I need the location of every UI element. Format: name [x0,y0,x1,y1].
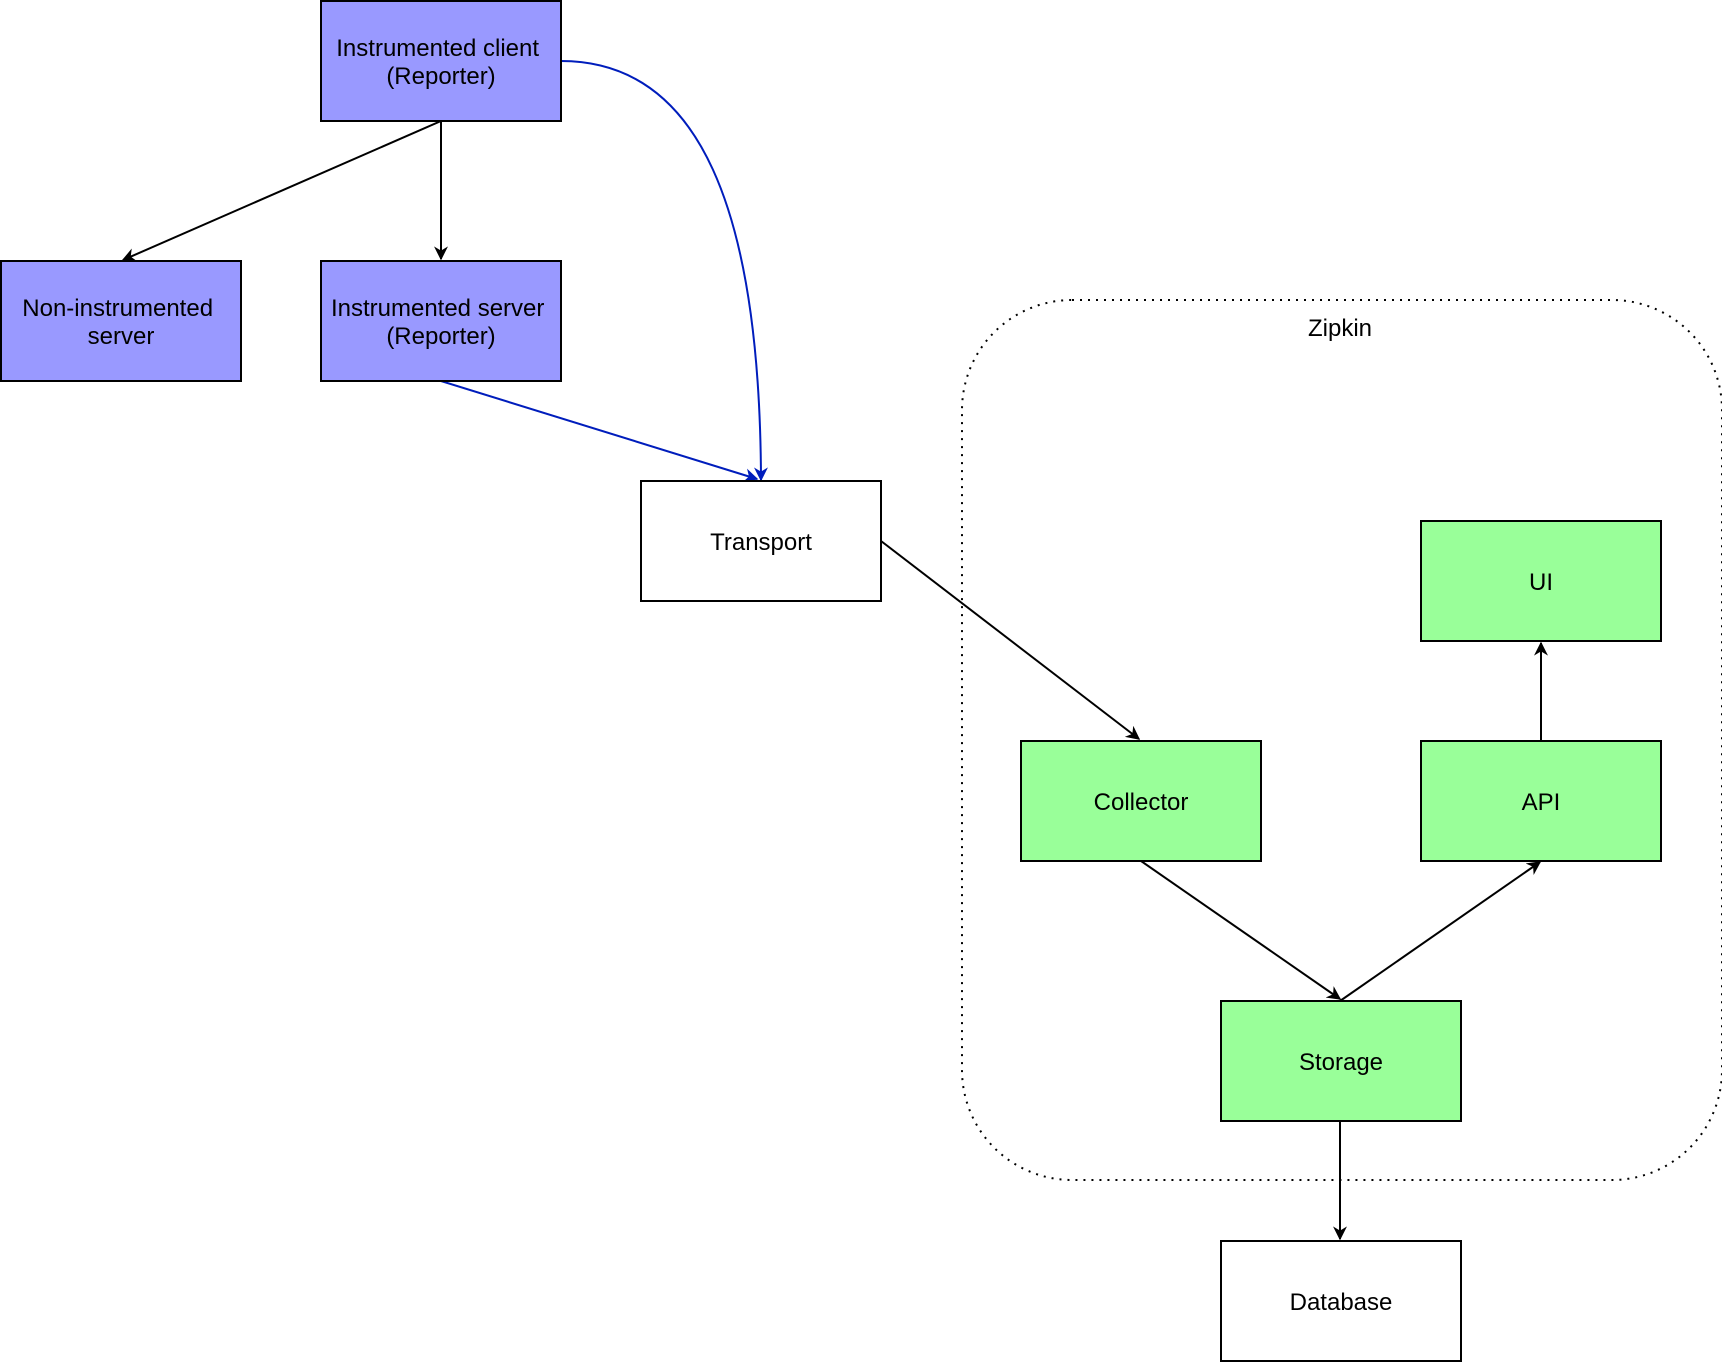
node-instrumented-client[interactable]: Instrumented client (Reporter) [320,0,562,122]
node-ui-box [1420,520,1662,642]
node-instrumented-client-box [320,0,562,122]
edge-transport-to-collector [880,540,1141,740]
node-non-instrumented-server-label-line1: Non-instrumented [22,295,213,322]
edges [121,60,1548,1241]
node-collector-box [1020,740,1262,862]
node-transport-label: Transport [710,529,812,556]
edge-collector-to-storage [1140,860,1342,1000]
node-api[interactable]: API [1420,740,1662,862]
node-collector[interactable]: Collector [1020,740,1262,862]
edge-client-to-transport [560,60,768,482]
node-ui[interactable]: UI [1420,520,1662,642]
node-ui-label: UI [1529,569,1553,596]
node-non-instrumented-server-label-line2: server [88,323,155,350]
node-collector-label: Collector [1094,789,1189,816]
node-transport[interactable]: Transport [640,480,882,602]
node-storage-label: Storage [1299,1049,1383,1076]
edge-server-to-transport [440,380,759,482]
node-database-label: Database [1290,1289,1393,1316]
node-non-instrumented-server[interactable]: Non-instrumented server [0,260,242,382]
node-instrumented-server-box [320,260,562,382]
node-instrumented-server[interactable]: Instrumented server (Reporter) [320,260,562,382]
zipkin-group-label: Zipkin [1308,315,1372,342]
edge-client-to-noninstrumented-server [121,120,442,262]
node-non-instrumented-server-box [0,260,242,382]
node-storage[interactable]: Storage [1220,1000,1462,1122]
node-storage-box [1220,1000,1462,1122]
node-instrumented-client-label-line2: (Reporter) [386,63,495,90]
node-instrumented-server-label-line1: Instrumented server [331,295,544,322]
svg-text:Non-instrumented server: Non-instrumented server [22,295,219,350]
edge-storage-to-api [1339,861,1542,1002]
svg-text:Instrumented client (Rep: Instrumented client (Reporter) [336,35,545,90]
node-database[interactable]: Database [1220,1240,1462,1362]
node-api-label: API [1522,789,1561,816]
node-instrumented-server-label-line2: (Reporter) [386,323,495,350]
node-database-box [1220,1240,1462,1362]
node-transport-box [640,480,882,602]
node-instrumented-client-label-line1: Instrumented client [336,35,539,62]
zipkin-group: Zipkin [961,299,1722,1181]
svg-text:Instrumented server (Rep: Instrumented server (Reporter) [331,295,551,350]
node-api-box [1420,740,1662,862]
